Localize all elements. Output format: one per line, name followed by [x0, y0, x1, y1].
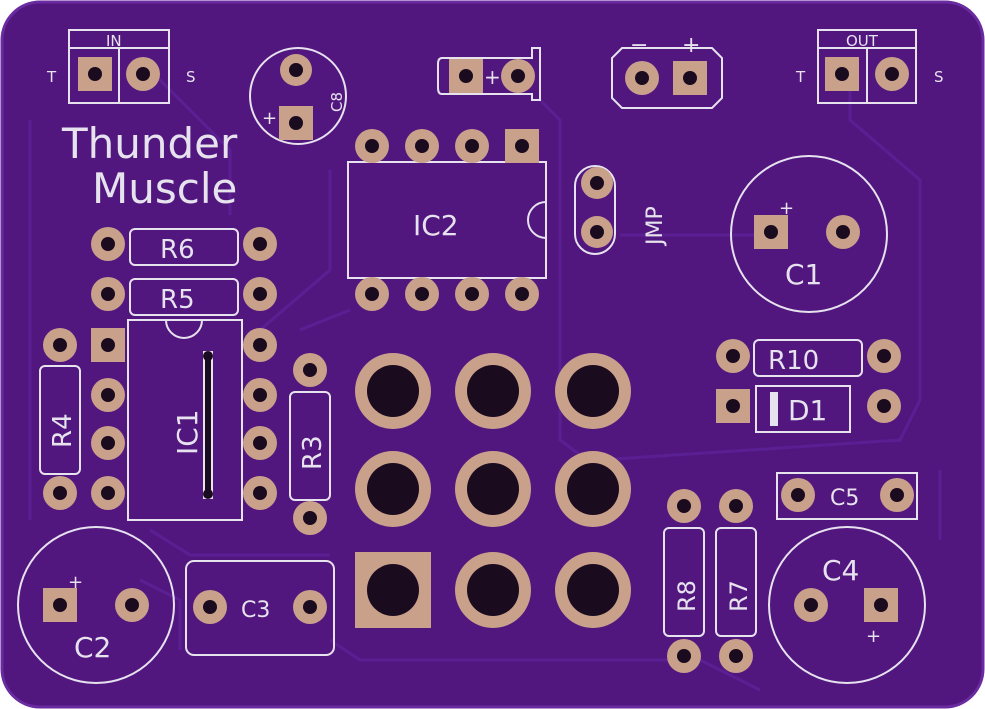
in-tip-label: T [46, 68, 57, 86]
footswitch-3pdt-pads [355, 353, 631, 628]
capacitor-c1: + C1 [730, 155, 888, 313]
ic2-chip: IC2 [347, 129, 547, 311]
c4-label: C4 [822, 554, 859, 587]
in-sleeve-label: S [186, 68, 196, 86]
out-jack-connector: OUT T S [795, 29, 944, 104]
out-label: OUT [846, 32, 879, 50]
c4-plus-label: + [866, 626, 881, 647]
out-tip-label: T [795, 68, 806, 86]
in-label: IN [106, 32, 122, 50]
led-connector: + [437, 47, 541, 101]
capacitor-c8: C8 + [249, 47, 347, 145]
capacitor-c4: C4 + [768, 526, 926, 684]
ic1-chip: IC1 [91, 319, 277, 521]
resistor-r7: R7 [715, 489, 757, 673]
board-title-line1: Thunder [61, 119, 238, 168]
resistor-r5: R5 [91, 277, 277, 316]
c5-label: C5 [830, 486, 859, 511]
resistor-r4: R4 [39, 328, 81, 510]
d1-label: D1 [788, 394, 827, 427]
ic2-label: IC2 [413, 209, 459, 242]
power-plus-label: + [682, 33, 700, 58]
c8-plus-label: + [262, 108, 277, 129]
board-title-line2: Muscle [92, 164, 237, 213]
r6-label: R6 [160, 235, 195, 265]
c2-plus-label: + [68, 572, 83, 593]
resistor-r8: R8 [663, 489, 705, 673]
r10-label: R10 [768, 346, 819, 376]
power-connector: − + [611, 33, 723, 109]
led-plus-label: + [484, 65, 501, 89]
c8-label: C8 [328, 92, 346, 112]
r5-label: R5 [160, 285, 195, 315]
capacitor-c2: + C2 [17, 526, 175, 684]
jmp-label: JMP [643, 206, 668, 247]
diode-d1: D1 [716, 385, 901, 433]
jumper-jmp: JMP [574, 165, 668, 255]
r7-label: R7 [725, 580, 753, 612]
r3-label: R3 [298, 435, 328, 470]
capacitor-c3: C3 [185, 560, 335, 656]
ic1-label: IC1 [171, 409, 204, 455]
in-jack-connector: IN T S [46, 29, 196, 104]
resistor-r6: R6 [91, 227, 277, 266]
copper-traces [28, 68, 942, 692]
c2-label: C2 [74, 631, 111, 664]
c3-label: C3 [241, 598, 270, 623]
c1-label: C1 [785, 258, 822, 291]
out-sleeve-label: S [934, 68, 944, 86]
r4-label: R4 [48, 413, 78, 448]
resistor-r3: R3 [289, 353, 331, 535]
power-minus-label: − [630, 33, 648, 58]
r8-label: R8 [673, 580, 701, 612]
capacitor-c5: C5 [776, 472, 918, 520]
c1-plus-label: + [779, 198, 794, 219]
resistor-r10: R10 [716, 339, 901, 377]
